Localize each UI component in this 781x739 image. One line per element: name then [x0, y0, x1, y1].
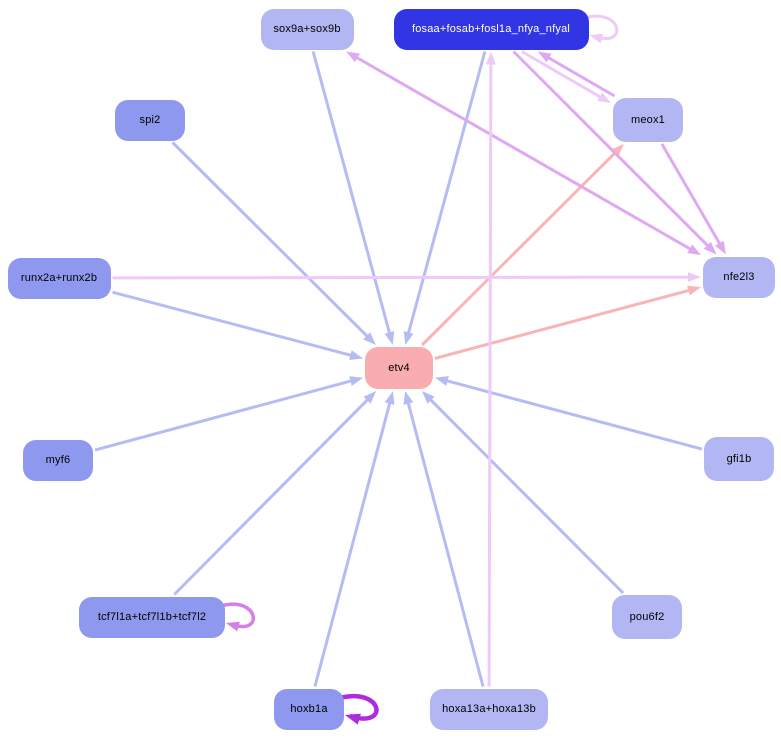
- node-nfe2l3[interactable]: nfe2l3: [703, 256, 775, 298]
- node-label: etv4: [388, 362, 410, 374]
- edge-gfi1b-etv4-arrowhead: [435, 376, 449, 386]
- node-label: sox9a+sox9b: [273, 23, 341, 35]
- node-label: fosaa+fosab+fosl1a_nfya_nfyal: [411, 23, 571, 35]
- edge-hoxa13-etv4: [406, 401, 485, 687]
- edge-meox1-fosaa: [546, 55, 616, 98]
- edge-hoxb1a-etv4-arrowhead: [384, 391, 395, 405]
- edge-fosaa-nfe2l3: [512, 50, 710, 248]
- edge-spi2-etv4: [171, 141, 370, 339]
- node-label: hoxa13a+hoxa13b: [442, 703, 536, 715]
- edge-pou6f2-etv4: [428, 397, 625, 595]
- edge-runx2-etv4-arrowhead: [349, 350, 363, 360]
- node-gfi1b[interactable]: gfi1b: [704, 437, 774, 481]
- edge-hoxb1a-hoxb1a-arrowhead: [345, 713, 361, 725]
- node-label: runx2a+runx2b: [20, 272, 98, 284]
- node-fosaa[interactable]: fosaa+fosab+fosl1a_nfya_nfyal: [393, 8, 589, 50]
- node-runx2[interactable]: runx2a+runx2b: [7, 257, 111, 299]
- edge-hoxb1a-hoxb1a-selfloop: [339, 694, 379, 721]
- edge-meox1-nfe2l3: [660, 143, 722, 246]
- edge-tcf7l-tcf7l-arrowhead: [226, 621, 240, 632]
- edge-gfi1b-etv4: [445, 379, 703, 451]
- node-spi2[interactable]: spi2: [115, 99, 185, 141]
- node-pou6f2[interactable]: pou6f2: [612, 595, 682, 639]
- edge-fosaa-fosaa-selfloop: [584, 14, 619, 40]
- edge-meox1-nfe2l3-arrowhead: [715, 240, 726, 255]
- edge-runx2-etv4: [112, 290, 353, 358]
- edge-hoxa13-etv4-arrowhead: [403, 391, 414, 405]
- node-hoxb1a[interactable]: hoxb1a: [274, 688, 344, 730]
- node-label: gfi1b: [726, 453, 752, 465]
- edge-tcf7l-etv4: [173, 397, 370, 596]
- node-label: meox1: [630, 114, 666, 126]
- node-label: nfe2l3: [723, 271, 755, 283]
- edge-myf6-etv4: [94, 379, 353, 452]
- node-label: myf6: [45, 454, 71, 466]
- edge-tcf7l-tcf7l-selfloop: [220, 602, 256, 629]
- edge-fosaa-meox1: [521, 50, 603, 99]
- edge-fosaa-fosaa-arrowhead: [589, 33, 604, 44]
- edge-fosaa-nfe2l3-arrowhead: [703, 241, 717, 255]
- node-myf6[interactable]: myf6: [23, 439, 93, 481]
- edge-fosaa-etv4-arrowhead: [403, 331, 414, 345]
- edge-runx2-nfe2l3-arrowhead: [687, 272, 701, 283]
- edge-meox1-fosaa-arrowhead: [537, 51, 552, 63]
- edge-hoxa13-fosaa: [487, 62, 493, 687]
- edge-sox9-nfe2l3-arrowhead: [687, 244, 701, 256]
- edge-spi2-etv4-arrowhead: [363, 332, 376, 345]
- edge-tcf7l-etv4-arrowhead: [363, 391, 377, 404]
- edge-sox9-nfe2l3: [354, 55, 693, 252]
- node-hoxa13[interactable]: hoxa13a+hoxa13b: [430, 688, 548, 730]
- node-label: pou6f2: [629, 611, 665, 623]
- edge-etv4-nfe2l3-arrowhead: [687, 285, 701, 296]
- edge-etv4-nfe2l3: [434, 288, 691, 360]
- edge-hoxb1a-etv4: [313, 401, 392, 687]
- edge-fosaa-meox1-arrowhead: [597, 92, 611, 104]
- node-meox1[interactable]: meox1: [613, 98, 683, 142]
- node-label: tcf7l1a+tcf7l1b+tcf7l2: [97, 611, 207, 623]
- edge-fosaa-etv4: [406, 51, 487, 335]
- edge-runx2-nfe2l3: [112, 275, 691, 280]
- edge-sox9-etv4: [311, 51, 392, 335]
- edge-hoxa13-fosaa-arrowhead: [485, 51, 496, 65]
- edge-myf6-etv4-arrowhead: [349, 376, 363, 386]
- edge-sox9-etv4-arrowhead: [384, 331, 395, 345]
- edge-pou6f2-etv4-arrowhead: [421, 391, 435, 404]
- node-label: spi2: [139, 114, 161, 126]
- edge-etv4-meox1: [421, 150, 618, 347]
- node-sox9[interactable]: sox9a+sox9b: [260, 8, 354, 50]
- edge-sox9-nfe2l3-arrowhead-reverse: [346, 51, 360, 63]
- edge-etv4-meox1-arrowhead: [611, 144, 624, 157]
- node-tcf7l[interactable]: tcf7l1a+tcf7l1b+tcf7l2: [79, 596, 225, 638]
- node-label: hoxb1a: [290, 703, 328, 715]
- node-etv4[interactable]: etv4: [365, 347, 433, 389]
